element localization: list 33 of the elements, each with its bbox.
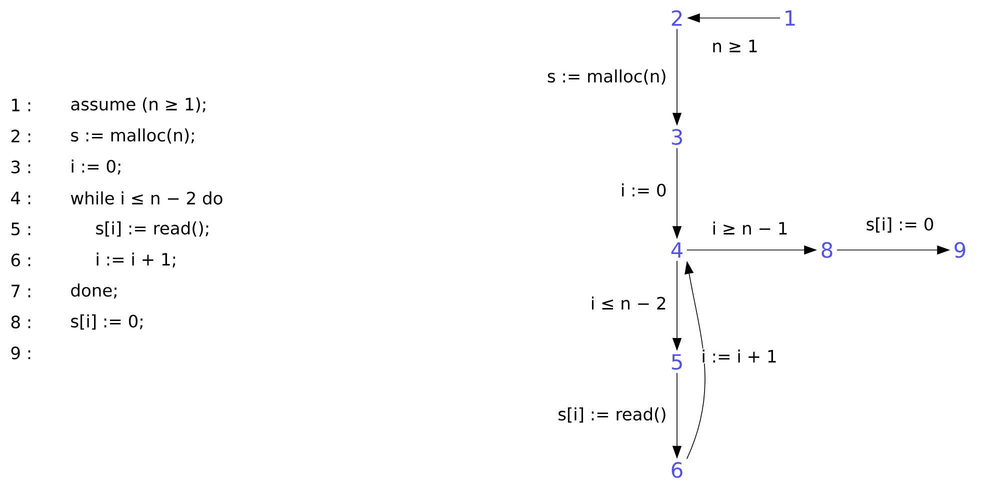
edge-label: s[i] := 0 (866, 217, 934, 233)
state-number: 6 (672, 462, 682, 478)
line-number: 8 : (11, 316, 30, 328)
edge-label: n ≥ 1 (713, 40, 757, 52)
state-number: 4 (671, 242, 682, 258)
edge-label: s := malloc(n) (548, 69, 666, 85)
edge-label: i := i + 1 (702, 350, 776, 362)
code-line: s := malloc(n); (71, 128, 194, 144)
code-line: i := i + 1; (96, 252, 176, 268)
code-line: s[i] := 0; (71, 314, 142, 330)
code-line: while i ≤ n − 2 do (70, 191, 222, 205)
code-line: assume (n ≥ 1); (71, 97, 206, 113)
line-number: 1 : (12, 98, 30, 112)
code-line: i := 0; (72, 160, 120, 174)
code-line: s[i] := read(); (96, 221, 208, 237)
code-line: done; (71, 284, 116, 298)
line-number: 6 : (11, 254, 30, 266)
line-number: 5 : (12, 222, 30, 236)
line-number: 9 : (11, 346, 30, 360)
state-number: 5 (672, 354, 682, 370)
line-number: 7 : (12, 284, 30, 298)
line-number: 4 : (11, 192, 30, 204)
edge-label: s[i] := read() (558, 407, 666, 423)
state-number: 3 (672, 129, 682, 145)
line-number: 3 : (12, 160, 30, 174)
state-number: 1 (786, 10, 795, 26)
edge-label: i ≤ n − 2 (592, 296, 666, 310)
line-number: 2 : (11, 130, 30, 142)
state-number: 8 (822, 242, 832, 258)
state-number: 9 (954, 242, 966, 258)
state-number: 2 (672, 10, 682, 26)
edge-label: i ≥ n − 1 (713, 222, 787, 234)
edge-label: i := 0 (622, 183, 666, 197)
